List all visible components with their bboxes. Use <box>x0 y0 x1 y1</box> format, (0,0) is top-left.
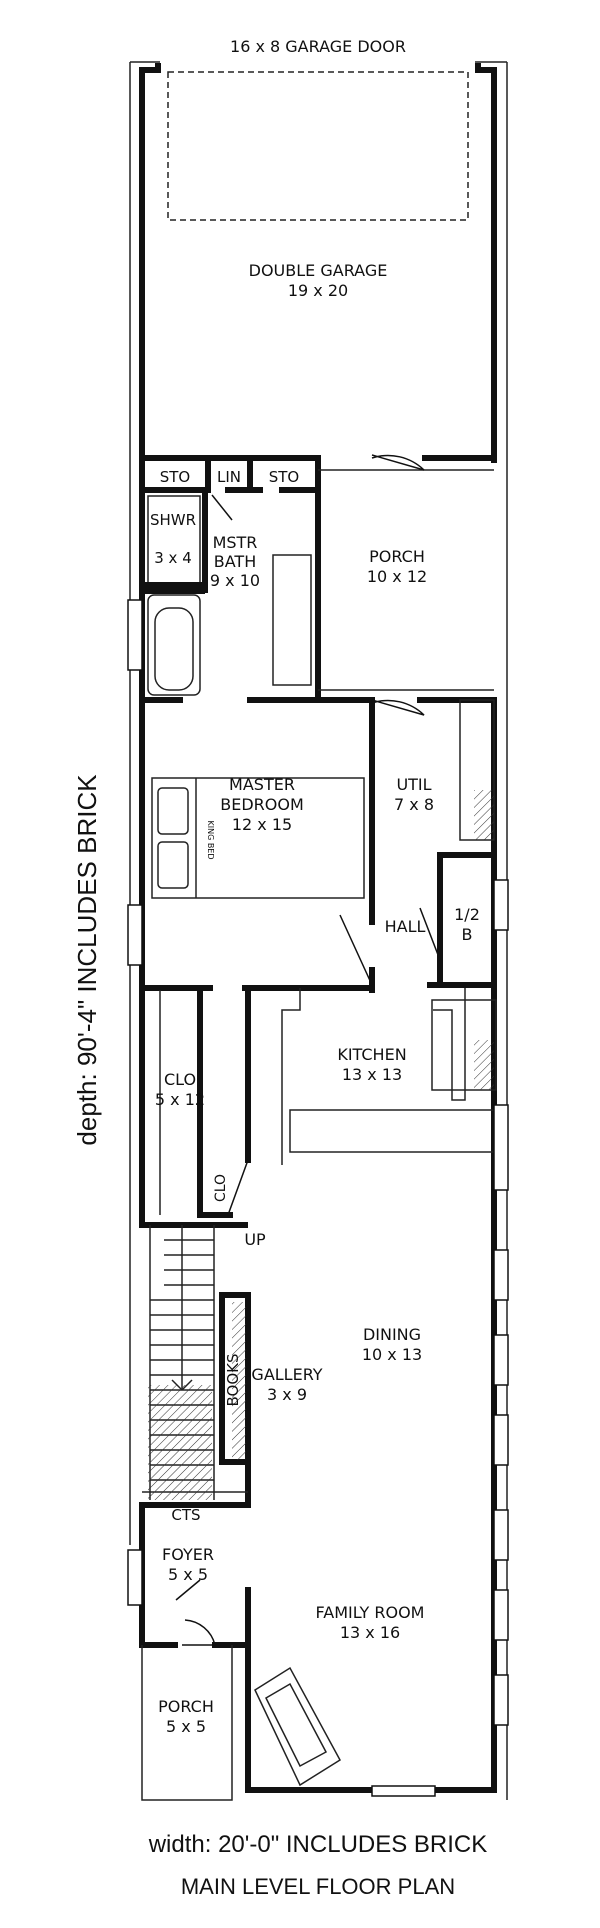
room-name-kitchen: KITCHEN <box>337 1045 406 1064</box>
room-name-sto-right: STO <box>269 468 300 486</box>
room-name-sto-left: STO <box>160 468 191 486</box>
room-name2-mstr-bath: BATH <box>214 552 256 571</box>
room-name-dining: DINING <box>363 1325 421 1344</box>
thin-lines <box>141 71 498 1801</box>
room-name-hall: HALL <box>385 917 426 936</box>
exterior-outline <box>129 61 508 1800</box>
room-name-lin: LIN <box>217 468 241 486</box>
room-size-gallery: 3 x 9 <box>267 1385 307 1404</box>
room-name-garage: DOUBLE GARAGE <box>249 261 388 280</box>
width-dimension-label: width: 20'-0" INCLUDES BRICK <box>148 1831 488 1858</box>
room-name2-master: BEDROOM <box>220 795 304 814</box>
room-size-foyer: 5 x 5 <box>168 1565 208 1584</box>
room-size-family: 13 x 16 <box>340 1623 400 1642</box>
bed-note: KING BED <box>206 820 215 859</box>
room-name-foyer: FOYER <box>162 1545 214 1564</box>
room-name-clo-small: CLO <box>213 1174 229 1202</box>
room-name-porch-front: PORCH <box>158 1697 214 1716</box>
room-size-kitchen: 13 x 13 <box>342 1065 402 1084</box>
room-name-porch-rear: PORCH <box>369 547 425 566</box>
room-size-mstr-bath: 9 x 10 <box>210 571 260 590</box>
room-size-master: 12 x 15 <box>232 815 292 834</box>
room-size-clo-large: 5 x 12 <box>155 1090 205 1109</box>
plan-caption: MAIN LEVEL FLOOR PLAN <box>181 1874 455 1899</box>
hatched-fill <box>142 582 494 1500</box>
windows <box>127 599 509 1797</box>
room-name-family: FAMILY ROOM <box>316 1603 425 1622</box>
room-name-clo-large: CLO <box>164 1070 196 1089</box>
room-name-half-bath: 1/2 <box>454 905 480 924</box>
doors <box>175 454 441 1646</box>
room-size-porch-rear: 10 x 12 <box>367 567 427 586</box>
stair-up-label: UP <box>244 1230 266 1249</box>
room-name2-half-bath: B <box>462 925 473 944</box>
cts-label: CTS <box>171 1506 200 1524</box>
room-size-porch-front: 5 x 5 <box>166 1717 206 1736</box>
room-name-util: UTIL <box>396 775 431 794</box>
garage-door-label: 16 x 8 GARAGE DOOR <box>230 37 406 56</box>
room-name-shwr: SHWR <box>150 511 196 529</box>
room-name-master: MASTER <box>229 775 295 794</box>
room-name-mstr-bath: MSTR <box>213 533 258 552</box>
room-size-dining: 10 x 13 <box>362 1345 422 1364</box>
books-label: BOOKS <box>224 1354 242 1407</box>
walls <box>139 63 497 1793</box>
room-size-shwr: 3 x 4 <box>154 549 192 567</box>
room-name-gallery: GALLERY <box>251 1365 322 1384</box>
room-size-util: 7 x 8 <box>394 795 434 814</box>
depth-dimension-label: depth: 90'-4" INCLUDES BRICK <box>72 774 102 1146</box>
room-size-garage: 19 x 20 <box>288 281 348 300</box>
